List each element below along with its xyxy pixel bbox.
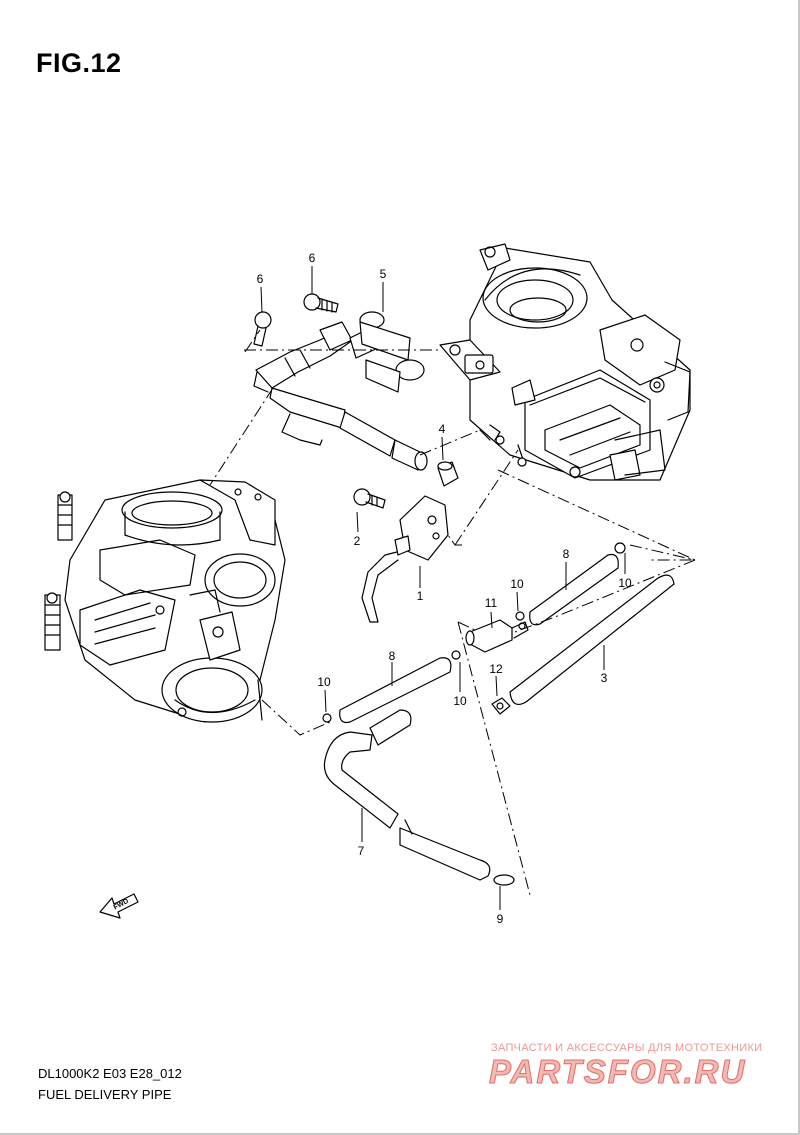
part-4-cap [437, 461, 459, 487]
front-throttle-body [44, 479, 286, 723]
fwd-arrow-icon [99, 893, 139, 919]
part-10-clips [322, 542, 626, 723]
callout-8-lower: 8 [389, 649, 396, 663]
figure-title: FIG.12 [36, 48, 122, 78]
part-2-screw [353, 488, 386, 509]
callout-11: 11 [485, 596, 498, 610]
watermark-tagline: ЗАПЧАСТИ И АКСЕССУАРЫ ДЛЯ МОТОТЕХНИКИ [491, 1042, 763, 1054]
callout-12: 12 [489, 662, 503, 676]
assembly-lines [209, 329, 696, 896]
callout-9: 9 [497, 912, 504, 926]
callout-10-left: 10 [317, 675, 331, 689]
part-8-hose-lower [339, 657, 452, 724]
callout-6-upper: 6 [309, 251, 316, 265]
rear-throttle-body [439, 243, 691, 481]
part-6-screw-left [253, 311, 272, 347]
callout-6-left: 6 [257, 272, 264, 286]
part-5-delivery-pipe [253, 311, 428, 471]
callout-8-right: 8 [563, 547, 570, 561]
part-9-clip [493, 874, 515, 886]
diagram-caption: FUEL DELIVERY PIPE [38, 1087, 172, 1102]
part-7-hose [323, 709, 491, 881]
part-8-hose-right [529, 553, 619, 626]
part-6-screw-upper [303, 293, 339, 313]
diagram-code: DL1000K2 E03 E28_012 [38, 1066, 182, 1081]
part-12-clamp [491, 697, 511, 715]
callout-10-right: 10 [618, 576, 632, 590]
callout-10-lower: 10 [453, 694, 467, 708]
part-3-hose [509, 574, 675, 705]
callout-7: 7 [358, 844, 365, 858]
callout-1: 1 [417, 589, 424, 603]
callout-4: 4 [439, 422, 446, 436]
callout-10-middle: 10 [510, 577, 524, 591]
watermark-logo: PARTSFOR.RU [488, 1053, 747, 1091]
part-11-joint [465, 619, 529, 653]
part-1-sensor [361, 495, 449, 623]
callout-3: 3 [601, 671, 608, 685]
callout-2: 2 [354, 534, 361, 548]
callout-leaders [260, 266, 626, 910]
callout-5: 5 [380, 267, 387, 281]
